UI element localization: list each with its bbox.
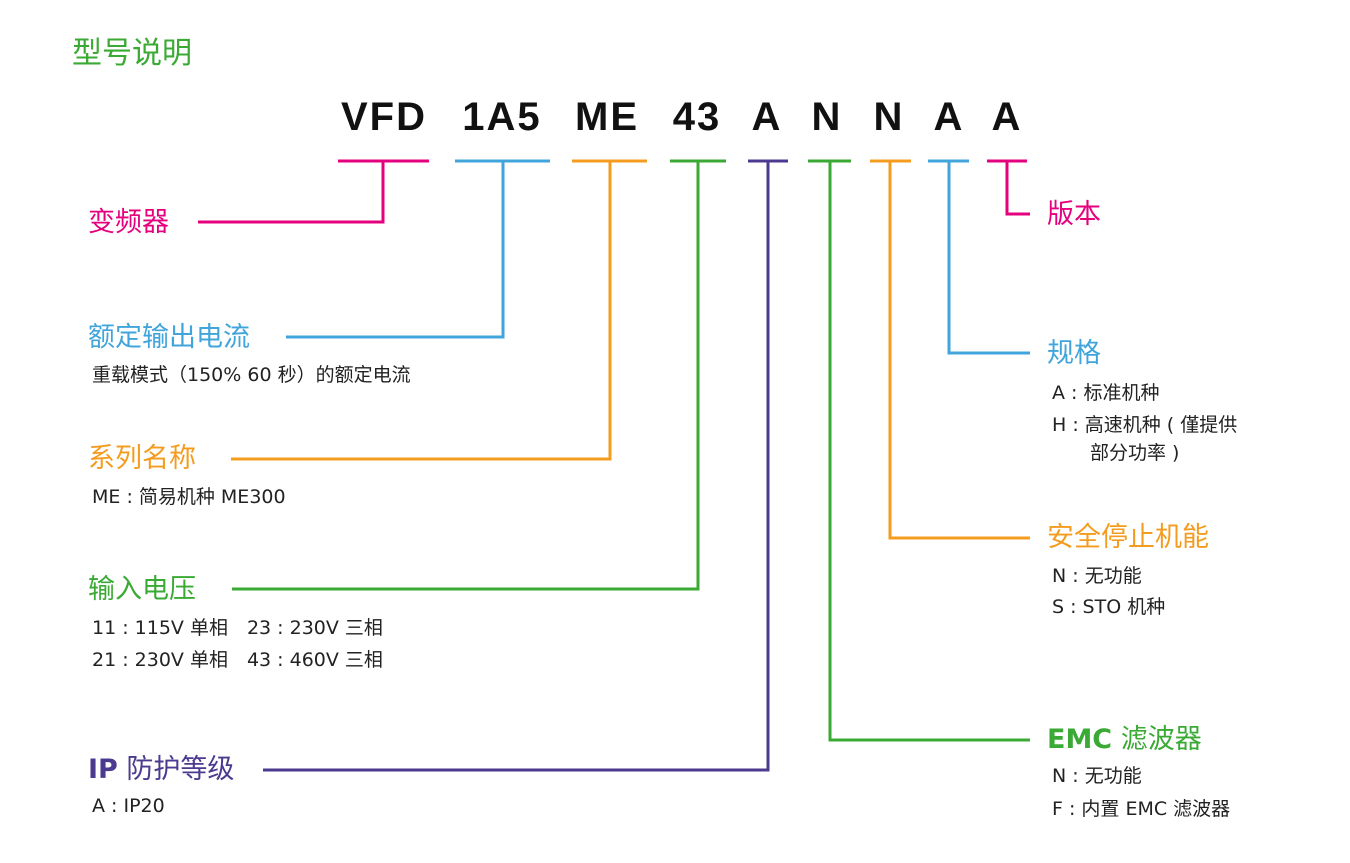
label-ip-prefix: IP xyxy=(88,754,118,785)
label-spec: 规格 xyxy=(1047,338,1101,369)
code-segment-voltage: 43 xyxy=(672,95,722,139)
label-ip: IP 防护等级 xyxy=(88,754,234,786)
code-segment-vfd: VFD xyxy=(341,95,427,139)
code-segment-emc: N xyxy=(811,95,843,139)
label-emc: EMC 滤波器 xyxy=(1047,724,1202,756)
desc-voltage-row2: 21 : 230V 单相 43 : 460V 三相 xyxy=(92,649,383,671)
desc-emc-line2: F : 内置 EMC 滤波器 xyxy=(1052,798,1231,820)
connector-rated-current xyxy=(286,159,550,339)
code-segment-series: ME xyxy=(575,95,639,139)
label-inverter: 变频器 xyxy=(88,207,169,238)
code-segment-sto: N xyxy=(873,95,905,139)
desc-rated-current: 重载模式（150% 60 秒）的额定电流 xyxy=(92,364,411,386)
connector-inverter xyxy=(198,159,429,224)
label-voltage: 输入电压 xyxy=(88,574,196,605)
code-segment-current: 1A5 xyxy=(462,95,542,139)
connector-ip xyxy=(263,159,788,772)
connector-series xyxy=(231,159,647,461)
connector-spec xyxy=(928,159,1030,355)
label-emc-prefix: EMC xyxy=(1047,724,1113,755)
code-segment-version: A xyxy=(991,95,1023,139)
connector-sto xyxy=(870,159,1030,540)
connector-voltage xyxy=(232,159,726,591)
desc-emc-line1: N : 无功能 xyxy=(1052,765,1142,787)
page-title: 型号说明 xyxy=(72,36,192,71)
code-segment-spec: A xyxy=(933,95,965,139)
label-emc-text: 滤波器 xyxy=(1112,724,1202,755)
label-rated-current: 额定输出电流 xyxy=(88,322,250,353)
desc-sto-line2: S : STO 机种 xyxy=(1052,596,1166,618)
connector-version xyxy=(987,159,1030,216)
code-segment-ip: A xyxy=(751,95,783,139)
connector-emc xyxy=(808,159,1030,742)
label-version: 版本 xyxy=(1047,199,1101,230)
label-ip-text: 防护等级 xyxy=(117,754,235,785)
label-series: 系列名称 xyxy=(88,443,196,474)
desc-ip: A : IP20 xyxy=(92,795,165,817)
desc-sto-line1: N : 无功能 xyxy=(1052,565,1142,587)
desc-voltage-row1: 11 : 115V 单相 23 : 230V 三相 xyxy=(92,617,383,639)
desc-spec-line3: 部分功率 ) xyxy=(1090,442,1180,464)
label-sto: 安全停止机能 xyxy=(1047,522,1209,553)
desc-series: ME : 简易机种 ME300 xyxy=(92,486,286,508)
desc-spec-line1: A : 标准机种 xyxy=(1052,382,1160,404)
desc-spec-line2: H : 高速机种 ( 僅提供 xyxy=(1052,414,1238,436)
